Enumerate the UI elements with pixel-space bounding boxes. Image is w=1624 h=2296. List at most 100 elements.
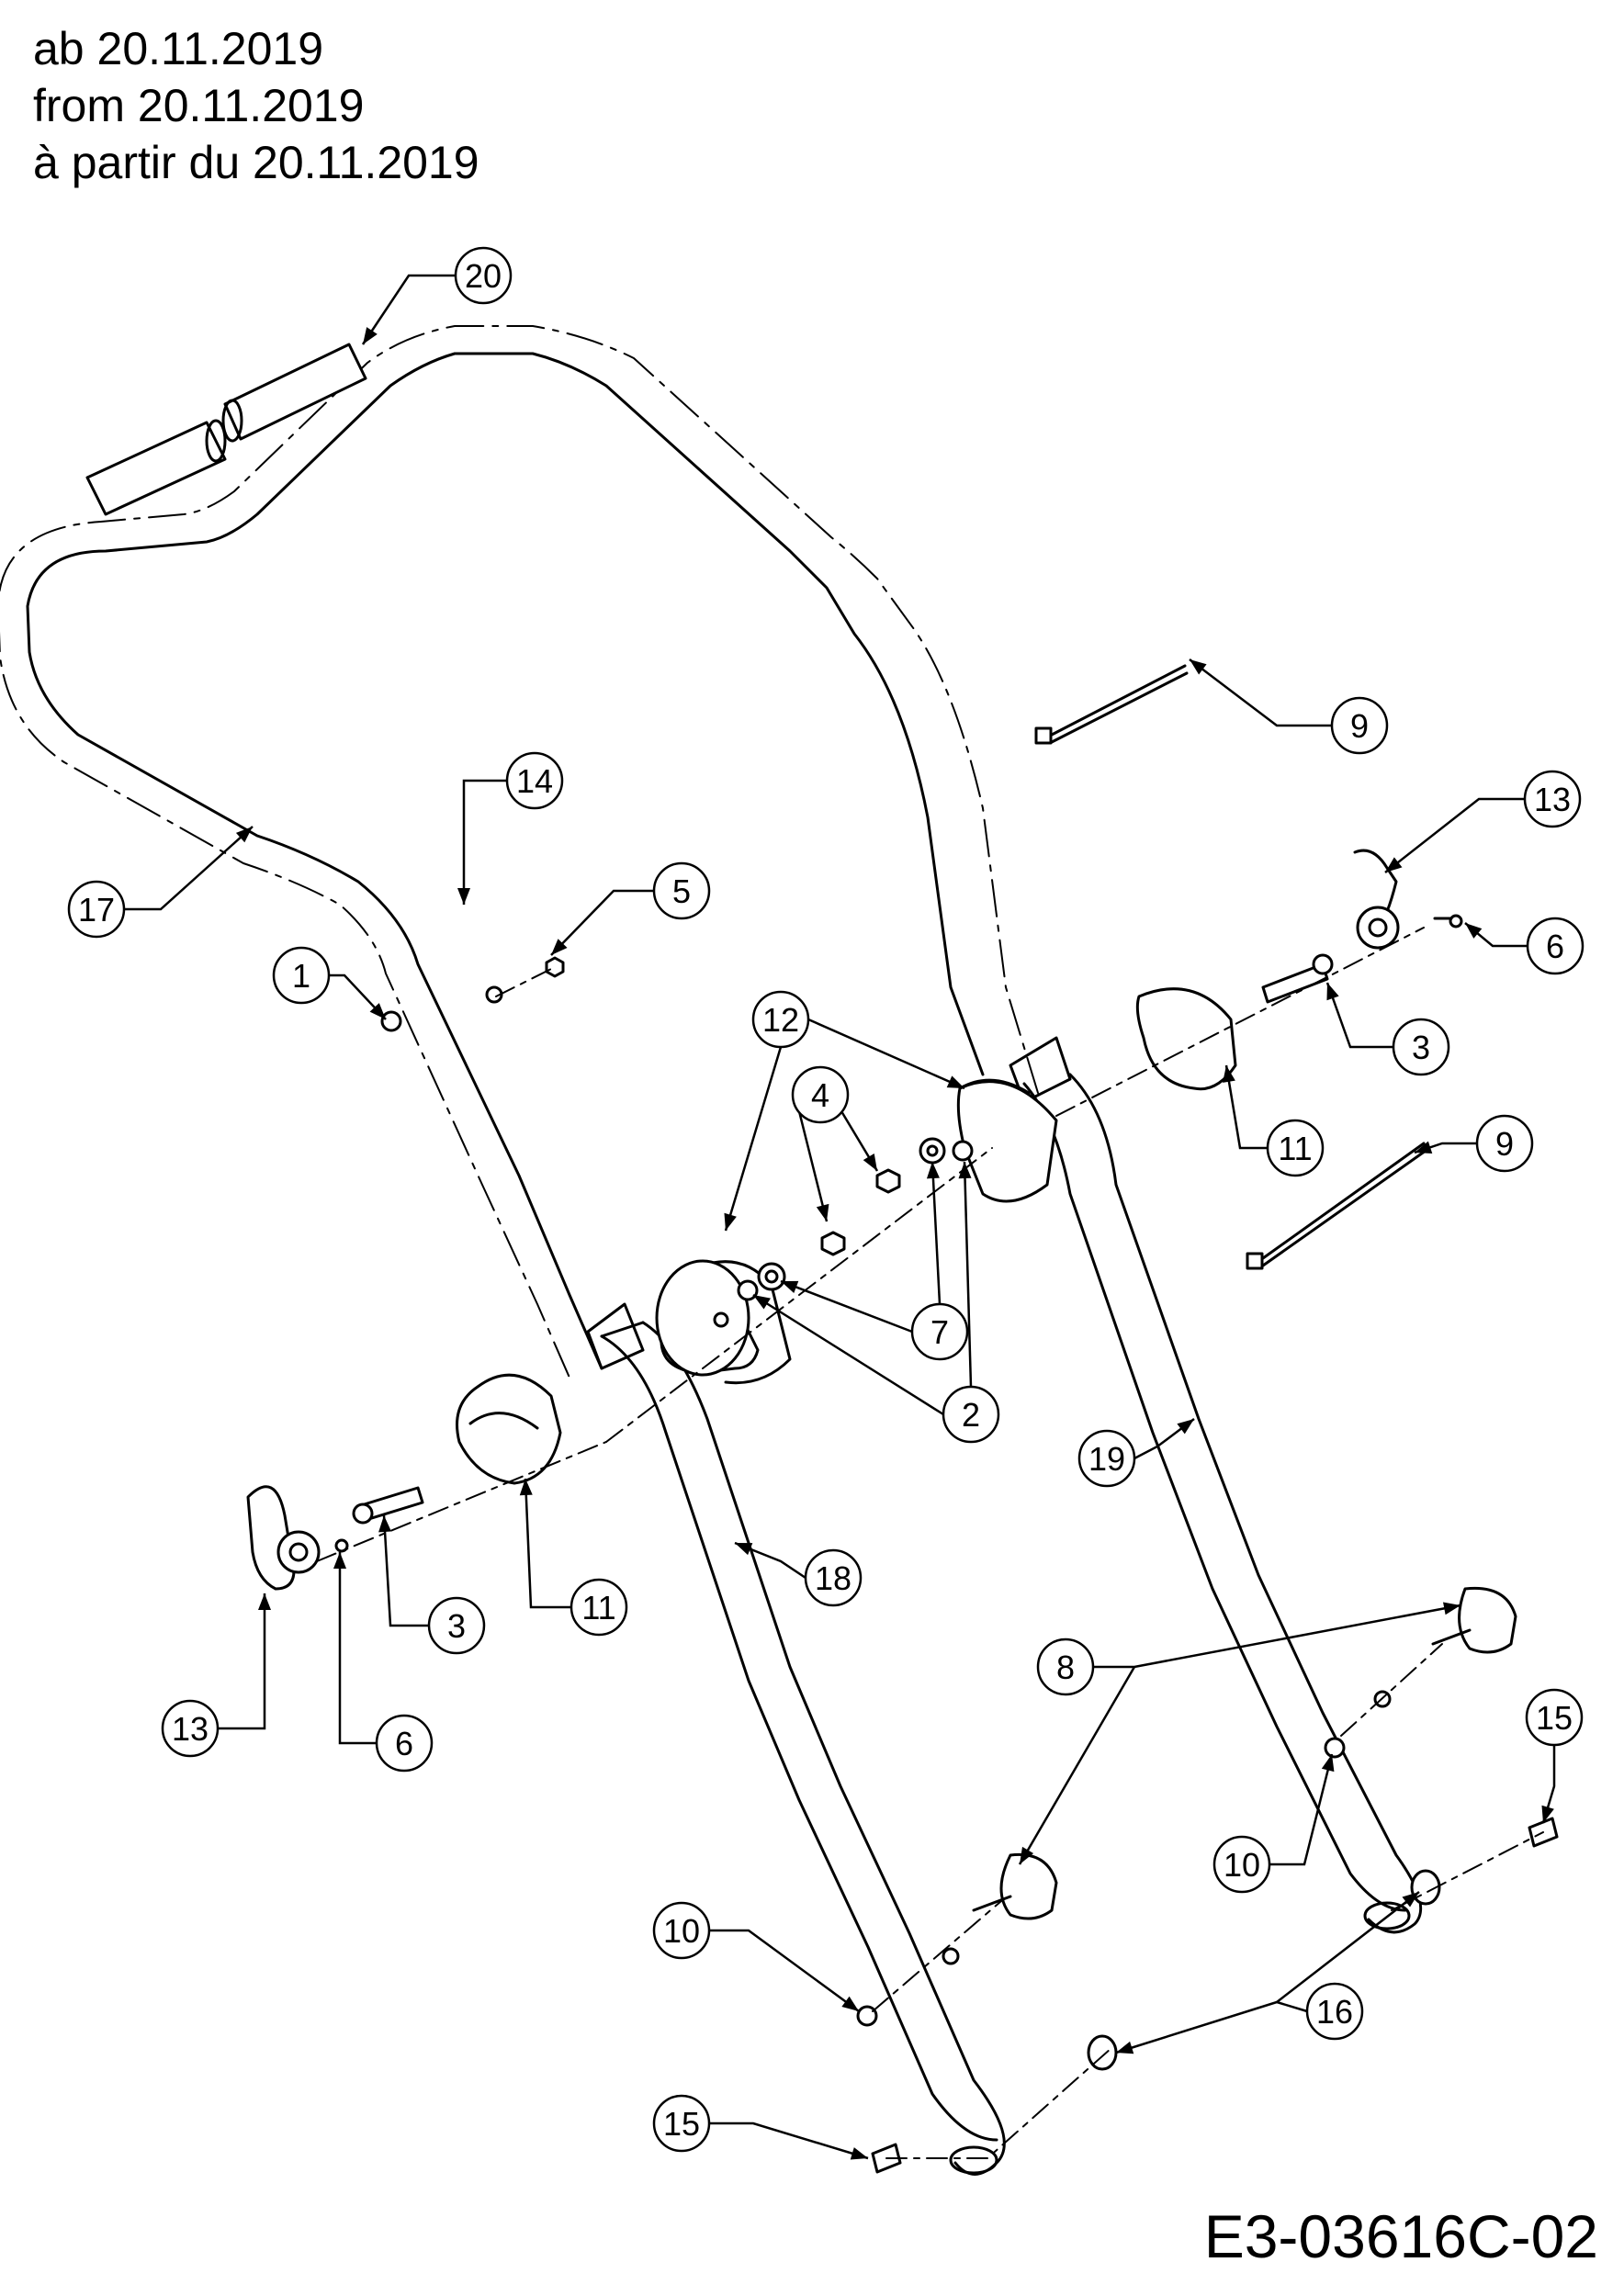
handle-lower-left-tube bbox=[586, 1302, 1006, 2176]
callout-label: 15 bbox=[1536, 1699, 1573, 1737]
callout-label: 5 bbox=[672, 872, 691, 910]
callout-4: 13 bbox=[1384, 770, 1582, 873]
callout-label: 16 bbox=[1316, 1993, 1353, 2031]
callout-label: 20 bbox=[465, 257, 502, 295]
callout-circle bbox=[910, 1302, 969, 1361]
callout-label: 11 bbox=[581, 1589, 615, 1626]
callout-circle bbox=[1525, 1688, 1584, 1747]
callout-arrowhead bbox=[519, 1479, 533, 1496]
valid-from-fr: à partir du 20.11.2019 bbox=[33, 137, 479, 188]
callout-label: 11 bbox=[1278, 1130, 1312, 1167]
callout-circle bbox=[791, 1065, 850, 1124]
callout-label: 3 bbox=[447, 1607, 466, 1645]
callout-circle bbox=[1526, 917, 1585, 975]
callout-arrowhead bbox=[457, 888, 470, 905]
callout-label: 9 bbox=[1350, 707, 1369, 745]
callout-label: 19 bbox=[1088, 1440, 1125, 1478]
callout-leader-line bbox=[218, 1593, 266, 1730]
callout-leader-line bbox=[338, 1552, 377, 1745]
callout-label: 9 bbox=[1495, 1125, 1514, 1163]
valid-from-en: from 20.11.2019 bbox=[33, 80, 365, 131]
callout-arrowhead bbox=[1321, 1754, 1335, 1773]
callout-circle bbox=[427, 1596, 486, 1655]
handle-upper-bar bbox=[0, 325, 1039, 1379]
callout-label: 8 bbox=[1056, 1649, 1075, 1686]
callout-arrowhead bbox=[378, 1515, 392, 1533]
cable-ties bbox=[1034, 664, 1427, 1270]
valid-from-de: ab 20.11.2019 bbox=[33, 23, 324, 74]
callout-label: 4 bbox=[811, 1076, 829, 1114]
callout-label: 7 bbox=[930, 1313, 949, 1351]
callout-12: 11 bbox=[1223, 1064, 1325, 1177]
callout-circle bbox=[1077, 1429, 1136, 1488]
callout-leader-line bbox=[709, 2122, 869, 2160]
callout-leader-line bbox=[524, 1478, 571, 1609]
callout-arrowhead bbox=[1385, 857, 1403, 872]
callout-arrowhead bbox=[926, 1162, 940, 1179]
callout-arrowhead bbox=[369, 1003, 386, 1019]
callout-circle bbox=[1392, 1018, 1450, 1076]
callout-circle bbox=[652, 861, 711, 920]
callout-arrowhead bbox=[753, 1295, 771, 1310]
callout-circle bbox=[570, 1578, 628, 1637]
callout-16: 19 bbox=[1077, 1418, 1195, 1488]
callout-leader-line bbox=[780, 1279, 913, 1334]
callout-arrowhead bbox=[1465, 923, 1483, 939]
callout-label: 17 bbox=[78, 891, 115, 929]
callout-leader-line bbox=[963, 1161, 973, 1388]
callout-23: 6 bbox=[333, 1552, 434, 1773]
callout-label: 14 bbox=[516, 762, 553, 800]
callout-label: 1 bbox=[292, 957, 310, 995]
callout-arrowhead bbox=[735, 1543, 753, 1556]
callout-arrowhead bbox=[1402, 1892, 1419, 1908]
callout-arrowhead bbox=[1415, 1141, 1433, 1154]
callout-17: 18 bbox=[734, 1541, 863, 1607]
callout-arrowhead bbox=[551, 939, 568, 955]
callout-25: 10 bbox=[652, 1901, 860, 2013]
callout-leader-line bbox=[1018, 1666, 1136, 1865]
callout-leader-line bbox=[797, 1110, 829, 1222]
callout-arrowhead bbox=[1541, 1805, 1554, 1823]
callout-leader-line bbox=[1115, 2000, 1278, 2054]
callout-arrowhead bbox=[781, 1280, 799, 1293]
callout-27: 15 bbox=[652, 2094, 869, 2160]
callout-6: 5 bbox=[550, 861, 711, 956]
callout-arrowhead bbox=[363, 327, 378, 344]
callout-26: 16 bbox=[1115, 1891, 1420, 2054]
right-clamp-assembly bbox=[1135, 849, 1463, 1091]
callout-circle bbox=[1475, 1114, 1534, 1173]
callout-arrowhead bbox=[850, 2147, 868, 2160]
callout-leader-line bbox=[361, 274, 456, 345]
callout-2: 9 bbox=[1189, 658, 1389, 755]
center-adjuster-assembly bbox=[655, 1078, 1058, 1377]
callout-label: 10 bbox=[1224, 1846, 1260, 1884]
document-id: E3-03616C-02 bbox=[1203, 2202, 1598, 2270]
callout-11: 4 bbox=[791, 1065, 879, 1222]
callout-arrowhead bbox=[946, 1075, 964, 1088]
callout-label: 10 bbox=[663, 1912, 700, 1950]
callout-leader-line bbox=[930, 1161, 942, 1305]
callout-label: 13 bbox=[172, 1710, 209, 1748]
callout-label: 15 bbox=[663, 2105, 700, 2143]
callout-circle bbox=[1523, 770, 1582, 828]
callout-leader-line bbox=[1224, 1064, 1268, 1150]
callout-21: 15 bbox=[1525, 1688, 1584, 1824]
callout-leader-line bbox=[724, 1046, 783, 1232]
callout-circle bbox=[375, 1714, 434, 1773]
callout-circle bbox=[505, 751, 564, 810]
assembly-axes bbox=[316, 927, 1544, 2159]
callout-label: 2 bbox=[962, 1396, 980, 1434]
callout-14: 7 bbox=[780, 1161, 969, 1361]
callout-arrowhead bbox=[258, 1593, 271, 1610]
callout-circle bbox=[1266, 1119, 1325, 1177]
callout-circle bbox=[454, 246, 513, 305]
callout-circle bbox=[942, 1385, 1000, 1444]
callout-circle bbox=[1305, 1982, 1364, 2041]
callout-label: 3 bbox=[1412, 1029, 1430, 1066]
callout-13: 9 bbox=[1414, 1114, 1534, 1173]
callout-arrowhead bbox=[1223, 1065, 1235, 1083]
callout-leader-line bbox=[1269, 1753, 1334, 1866]
callout-5: 17 bbox=[67, 826, 254, 939]
